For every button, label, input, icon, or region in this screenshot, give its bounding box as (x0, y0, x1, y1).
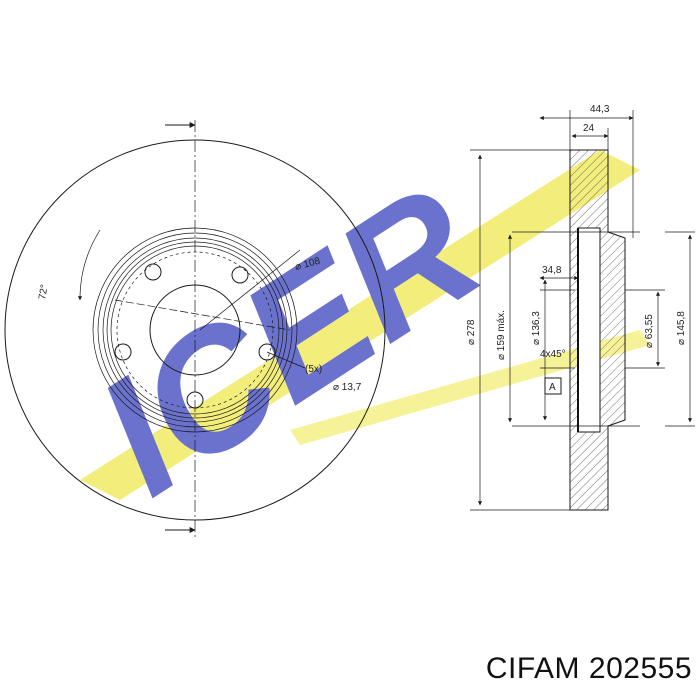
hub-face-diameter-label: ⌀ 145,8 (676, 311, 687, 345)
logo-text: ICER (67, 150, 511, 531)
logo-yellow-band-2 (290, 330, 650, 445)
angle-label: 72° (37, 284, 50, 301)
hole-count-label: (5x) (305, 364, 322, 375)
front-view: 72° ⌀ 108 (5x) ⌀ 13,7 (4, 120, 386, 540)
icer-logo: ICER (67, 150, 650, 531)
bolt-hole-3 (114, 343, 132, 361)
angle-arc (77, 229, 101, 301)
hole-leader (266, 351, 306, 369)
bolt-hole-2 (231, 266, 249, 284)
datum-label: A (549, 382, 556, 393)
center-bore-label: ⌀ 63,55 (644, 314, 655, 348)
logo-yellow-band (80, 150, 640, 500)
hat-diameter-label: ⌀ 136,3 (531, 311, 542, 345)
hole-diameter-label: ⌀ 13,7 (333, 382, 362, 393)
caption-part-number: 202555 (588, 652, 692, 685)
max-braking-diameter-label: ⌀ 159 máx. (496, 310, 507, 360)
datum-box (544, 377, 562, 395)
side-view: 44,3 24 34,8 4x45° A ⌀ 278 ⌀ 159 máx. ⌀ … (466, 104, 695, 511)
pcd-leader (114, 299, 291, 331)
outer-diameter-label: ⌀ 278 (466, 319, 477, 345)
part-caption: CIFAM 202555 (486, 652, 692, 686)
overall-width-label: 44,3 (590, 104, 610, 115)
caption-brand: CIFAM (485, 652, 581, 685)
hat-depth-label: 34,8 (542, 265, 562, 276)
pcd-pointer (199, 249, 301, 331)
bolt-hole-4 (258, 343, 276, 361)
bolt-hole-1 (144, 263, 162, 281)
chamfer-label: 4x45° (540, 349, 566, 360)
disc-thickness-label: 24 (583, 123, 595, 134)
hub-face (577, 227, 601, 433)
